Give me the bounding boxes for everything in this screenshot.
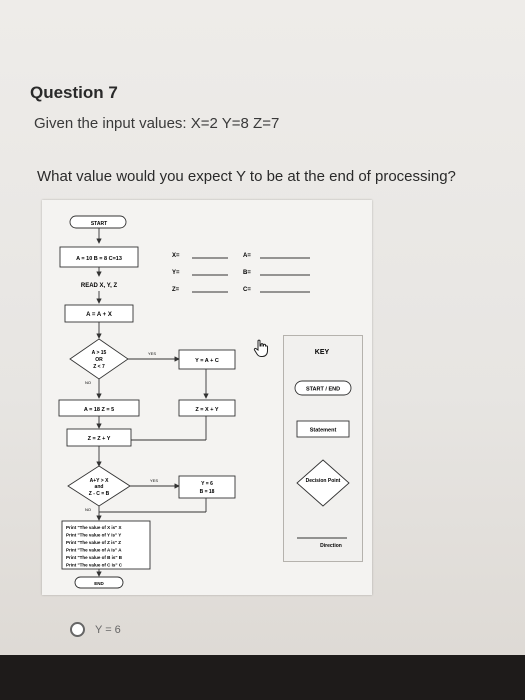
assign-z-statement <box>66 428 132 447</box>
question-title: Question 7 <box>30 83 118 102</box>
print-line-x: Print "The value of X is" X <box>66 525 122 530</box>
decision-1-line-1: A > 15 <box>92 350 107 356</box>
blank-y-label: Y= <box>172 270 180 276</box>
start-label: START <box>91 221 107 227</box>
read-label: READ X, Y, Z <box>81 283 118 289</box>
no-branch-1-statement <box>58 399 140 417</box>
decision-2-line-1: A+Y > X <box>90 478 109 484</box>
blank-a-label: A= <box>243 253 251 259</box>
merge-statement <box>178 399 236 417</box>
decision-1-line-2: OR <box>95 357 103 363</box>
end-terminal <box>74 576 124 589</box>
yes-branch-2-statement <box>178 475 236 499</box>
key-start-end-label: START / END <box>306 387 340 393</box>
decision-2-diamond <box>67 465 131 507</box>
decision-1-line-3: Z < 7 <box>93 364 105 370</box>
question-given-values: Given the input values: X=2 Y=8 Z=7 <box>34 115 280 132</box>
assign-z-label: Z = Z + Y <box>88 436 111 442</box>
yes-branch-2-line-2: B = 18 <box>200 489 215 495</box>
decision-2-line-2: and <box>95 484 104 490</box>
blank-c-label: C= <box>243 287 251 293</box>
bottom-dark-bar <box>0 655 525 700</box>
no-branch-1-label: A = 18 Z = 5 <box>84 407 114 413</box>
flowchart-key-diagram: KEY START / END Statement Decision Point… <box>294 349 352 549</box>
blank-z-label: Z= <box>172 287 180 293</box>
blank-b-label: B= <box>243 270 251 276</box>
question-prompt: What value would you expect Y to be at t… <box>37 168 456 185</box>
init-statement <box>59 246 139 268</box>
print-statements <box>61 520 151 570</box>
decision-1-diamond <box>69 338 129 380</box>
key-terminal-shape <box>294 380 352 396</box>
print-line-a: Print "The value of A is" A <box>66 548 122 553</box>
key-direction-label: Direction <box>320 543 342 549</box>
yes-branch-1-label: Y = A + C <box>195 358 219 364</box>
key-decision-shape <box>296 459 350 507</box>
decision-2-line-3: Z - C = B <box>89 491 110 497</box>
decision-1-no: NO <box>85 380 91 385</box>
yes-branch-2-line-1: Y = 6 <box>201 481 213 487</box>
init-label: A = 10 B = 8 C=13 <box>76 256 122 262</box>
print-line-b: Print "The value of B is" B <box>66 555 123 560</box>
answer-option-row[interactable]: Y = 6 <box>70 622 121 637</box>
key-statement-shape <box>296 420 350 438</box>
answer-radio-button[interactable] <box>70 622 85 637</box>
blank-x-label: X= <box>172 253 180 259</box>
print-line-c: Print "The value of C is" C <box>66 563 123 568</box>
assign-a-statement <box>64 304 134 323</box>
flowchart-key <box>283 335 363 562</box>
yes-branch-1-statement <box>178 349 236 370</box>
assign-a-label: A = A + X <box>86 312 112 318</box>
answer-option-label: Y = 6 <box>95 623 121 636</box>
key-statement-label: Statement <box>310 428 337 434</box>
flowchart-diagram: START A = 10 B = 8 C=13 READ X, Y, Z A =… <box>58 215 310 589</box>
decision-2-no: NO <box>85 507 91 512</box>
hand-pointer-cursor-icon <box>253 339 268 357</box>
key-decision-label: Decision Point <box>306 478 341 484</box>
print-line-y: Print "The value of Y is" Y <box>66 533 121 538</box>
end-label: END <box>94 581 104 586</box>
start-terminal <box>69 215 127 229</box>
decision-1-yes: YES <box>148 351 156 356</box>
print-line-z: Print "The value of Z is" Z <box>66 540 121 545</box>
key-title: KEY <box>315 349 330 356</box>
merge-statement-label: Z = X + Y <box>195 407 218 413</box>
decision-2-yes: YES <box>150 478 158 483</box>
